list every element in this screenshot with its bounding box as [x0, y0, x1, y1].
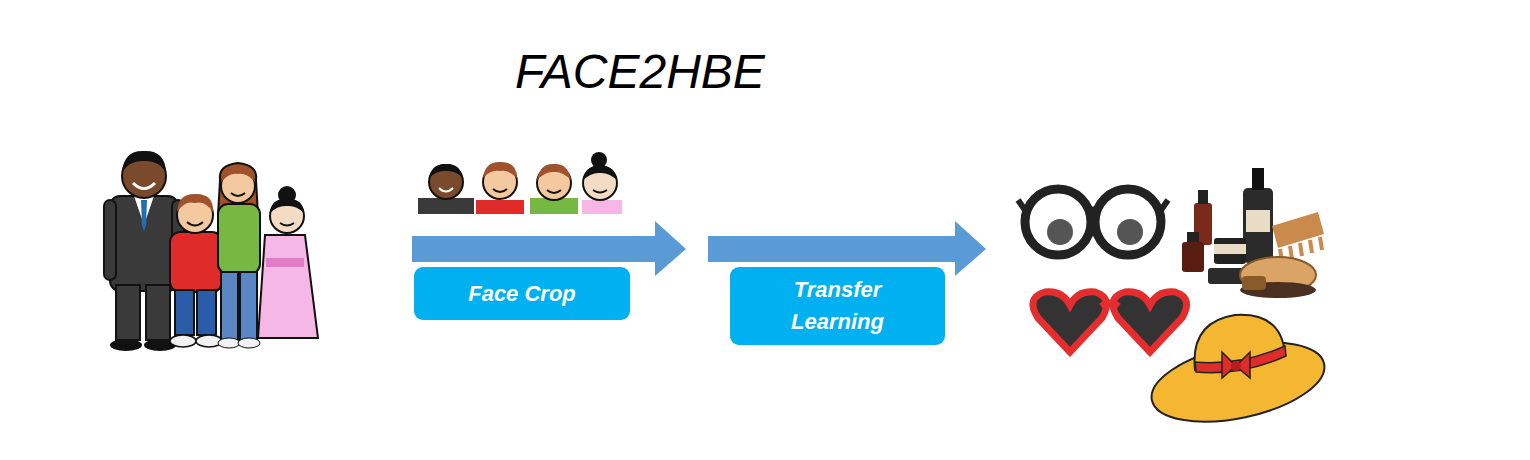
- diagram-title: FACE2HBE: [515, 44, 765, 99]
- step-box: Face Crop: [414, 267, 630, 320]
- step-box: Transfer Learning: [730, 267, 945, 345]
- woman-figure: [218, 163, 260, 348]
- sun-hat-icon: [1144, 315, 1331, 436]
- boy-figure: [170, 194, 222, 347]
- grooming-products-icon: [1182, 168, 1324, 298]
- step-label: Transfer Learning: [778, 274, 898, 338]
- heart-sunglasses-icon: [1033, 292, 1187, 352]
- cropped-faces: [418, 152, 622, 214]
- step-label: Face Crop: [468, 278, 576, 310]
- glasses-icon: [1018, 189, 1168, 255]
- girl-figure: [258, 186, 318, 338]
